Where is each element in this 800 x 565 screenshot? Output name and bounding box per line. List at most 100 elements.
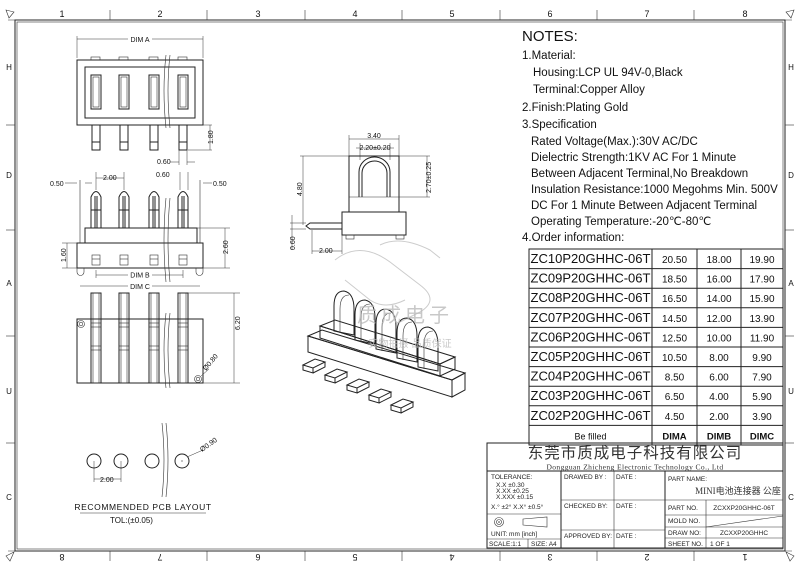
draw-no-value: ZCXXP20GHHC xyxy=(720,530,768,537)
note-line: Operating Temperature:-20℃-80℃ xyxy=(531,216,711,228)
part-number-cell: ZC05P20GHHC-06T xyxy=(531,349,651,364)
part-number-cell: ZC04P20GHHC-06T xyxy=(531,369,651,384)
frame-row-label-left: U xyxy=(6,387,12,396)
order-table-row: ZC07P20GHHC-06T 14.50 12.00 13.90 xyxy=(531,310,775,325)
note-line: 4.Order information: xyxy=(522,232,624,244)
part-no-label: PART NO. xyxy=(668,505,698,512)
dimension-cell: 14.50 xyxy=(662,314,687,325)
sheet-no-label: SHEET NO. xyxy=(668,541,703,548)
mold-no-label: MOLD NO. xyxy=(668,518,700,525)
dimension-cell: 12.00 xyxy=(706,314,731,325)
notes-title: NOTES: xyxy=(522,28,578,45)
dimension-cell: 5.90 xyxy=(752,392,772,403)
side-view: 3.40 2.20±0.20 4.80 2.70±0.25 0.60 2.00 xyxy=(290,133,433,255)
frame-row-label-right: D xyxy=(788,171,794,180)
body-height-label: 2.60 xyxy=(223,240,230,254)
terminal-foot xyxy=(119,254,129,266)
iso-terminal-foot xyxy=(389,398,415,414)
frame-column-label-top: 5 xyxy=(449,9,454,19)
side-width-label: 3.40 xyxy=(367,133,381,140)
side-height-label: 4.80 xyxy=(297,182,304,196)
dimension-cell: 8.50 xyxy=(665,373,685,384)
frame-column-label-top: 3 xyxy=(255,9,260,19)
side-pitch-label: 2.00 xyxy=(319,248,333,255)
frame-row-label-right: C xyxy=(788,493,794,502)
sheet-no-value: 1 OF 1 xyxy=(710,541,730,548)
pcb-layout-tolerance: TOL:(±0.05) xyxy=(110,516,153,525)
terminal-foot xyxy=(91,254,101,266)
side-pin-label: 0.60 xyxy=(290,236,297,250)
part-number-cell: ZC07P20GHHC-06T xyxy=(531,310,651,325)
draw-no-label: DRAW NO: xyxy=(668,530,701,537)
note-line: Terminal:Copper Alloy xyxy=(533,84,645,96)
dimension-cell: 19.90 xyxy=(749,255,774,266)
dimension-cell: 11.90 xyxy=(750,333,775,344)
dimension-cell: 18.50 xyxy=(662,275,687,286)
pcb-layout-title: RECOMMENDED PCB LAYOUT xyxy=(74,502,211,512)
note-line: DC For 1 Minute Between Adjacent Termina… xyxy=(531,200,757,212)
part-no-value: ZCXXP20GHHC-06T xyxy=(713,505,774,512)
drawed-by-label: DRAWED BY : xyxy=(564,474,607,481)
note-line: 3.Specification xyxy=(522,119,597,131)
company-name-en: Dongguan Zhicheng Electronic Technology … xyxy=(546,463,723,472)
approved-date-label: DATE : xyxy=(616,533,637,540)
terminal-slot xyxy=(118,74,130,110)
dimension-cell: 14.00 xyxy=(706,294,731,305)
top-pin-length-label: 1.80 xyxy=(208,130,215,144)
dimension-cell: 15.90 xyxy=(749,294,774,305)
front-view: 2.00 0.50 0.60 0.50 2.60 1.60 DIM B DIM … xyxy=(50,172,230,291)
frame-row-label-right: H xyxy=(788,63,794,72)
dimension-cell: 10.50 xyxy=(662,353,687,364)
dimension-cell: 16.50 xyxy=(662,294,687,305)
dimension-column-header: DIMB xyxy=(707,431,731,442)
dimension-cell: 2.00 xyxy=(709,412,729,423)
iso-terminal-foot xyxy=(301,358,327,374)
iso-terminal-arch xyxy=(375,308,397,354)
pin-width-label: 0.60 xyxy=(156,172,170,179)
edge-left-label: 0.50 xyxy=(50,181,64,188)
notes: NOTES: 1.Material:Housing:LCP UL 94V-0,B… xyxy=(522,28,778,244)
frame-column-label-bottom: 1 xyxy=(742,552,747,562)
title-block: 东莞市质成电子科技有限公司 Dongguan Zhicheng Electron… xyxy=(486,442,784,549)
frame-row-label-left: A xyxy=(6,279,12,288)
dimension-cell: 20.50 xyxy=(662,255,687,266)
tolerance-angle: X.° ±2° X.X° ±0.5° xyxy=(491,503,544,511)
top-pin-width-label: 0.60 xyxy=(157,159,171,166)
checked-by-label: CHECKED BY: xyxy=(564,503,608,510)
frame-column-label-top: 4 xyxy=(352,9,357,19)
note-line: Between Adjacent Terminal,No Breakdown xyxy=(531,168,748,180)
dimension-cell: 17.90 xyxy=(749,275,774,286)
frame-column-label-bottom: 6 xyxy=(255,552,260,562)
tolerance-line-1: X.X ±0.30 xyxy=(496,482,525,489)
dimension-cell: 7.90 xyxy=(752,373,772,384)
tolerance-label: TOLERANCE: xyxy=(491,474,533,481)
frame-column-label-bottom: 4 xyxy=(449,552,454,562)
frame-column-label-bottom: 5 xyxy=(352,552,357,562)
tolerance-line-2: X.XX ±0.25 xyxy=(496,488,529,495)
frame-column-label-top: 1 xyxy=(59,9,64,19)
frame-column-label-top: 2 xyxy=(157,9,162,19)
side-terminal-height-label: 2.70±0.25 xyxy=(426,162,433,193)
frame-column-label-bottom: 8 xyxy=(59,552,64,562)
note-line: Housing:LCP UL 94V-0,Black xyxy=(533,67,683,79)
dimension-cell: 9.90 xyxy=(752,353,772,364)
frame-row-label-left: C xyxy=(6,493,12,502)
frame-column-label-bottom: 3 xyxy=(547,552,552,562)
drawing-frame xyxy=(5,9,795,562)
dimension-column-header: DIMC xyxy=(750,431,774,442)
dimension-cell: 13.90 xyxy=(749,314,774,325)
part-number-cell: ZC06P20GHHC-06T xyxy=(531,329,651,344)
iso-terminal-arch xyxy=(333,290,355,336)
top-view: DIM A 1.80 0.60 xyxy=(76,36,215,166)
scale-label: SCALE:1:1 xyxy=(489,541,522,548)
dimension-cell: 18.00 xyxy=(706,255,731,266)
